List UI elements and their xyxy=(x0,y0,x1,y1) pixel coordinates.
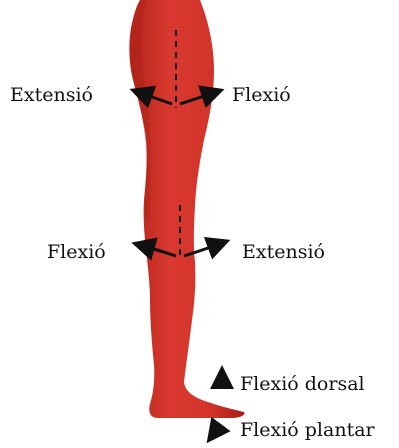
hip-extension-label: Extensió xyxy=(10,86,93,105)
knee-flexion-label: Flexió xyxy=(47,243,106,262)
ankle-plantarflexion-label: Flexió plantar xyxy=(240,421,375,440)
knee-extension-label: Extensió xyxy=(242,243,325,262)
ankle-dorsiflexion-label: Flexió dorsal xyxy=(240,375,365,394)
hip-flexion-label: Flexió xyxy=(232,86,291,105)
plantarflexion-arrow-icon xyxy=(212,424,221,436)
